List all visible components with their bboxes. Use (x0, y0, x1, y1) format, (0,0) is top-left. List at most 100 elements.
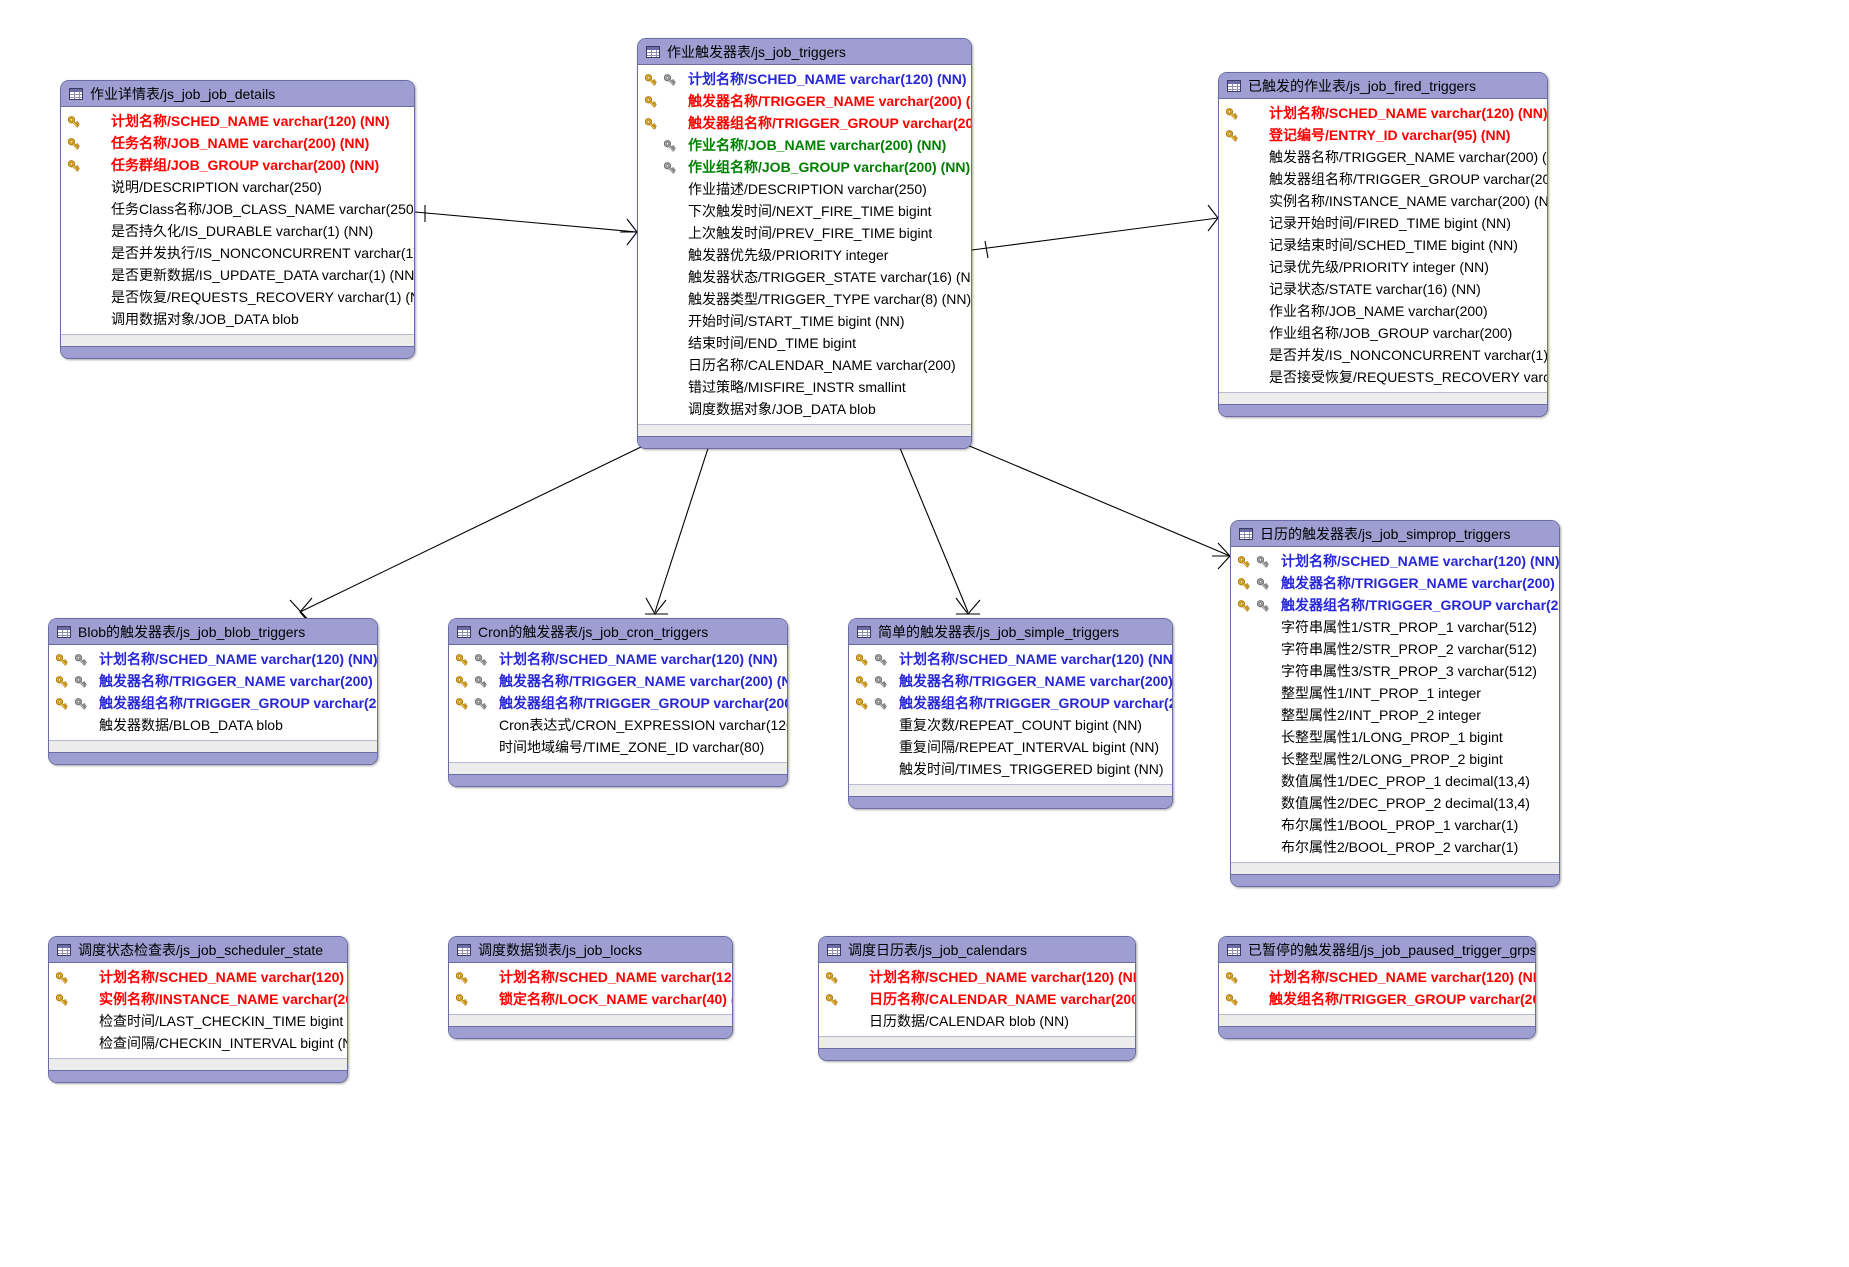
column-row[interactable]: 记录状态/STATE varchar(16) (NN) (1219, 278, 1547, 300)
column-row[interactable]: 触发器名称/TRIGGER_NAME varchar(200) (NN) (449, 670, 787, 692)
column-row[interactable]: 计划名称/SCHED_NAME varchar(120) (NN) (1231, 550, 1559, 572)
column-row[interactable]: 计划名称/SCHED_NAME varchar(120) (NN) (638, 68, 971, 90)
entity-fired_triggers[interactable]: 已触发的作业表/js_job_fired_triggers 计划名称/SCHED_… (1218, 72, 1548, 417)
entity-header-simple_triggers[interactable]: 简单的触发器表/js_job_simple_triggers (849, 619, 1172, 645)
column-row[interactable]: 触发器组名称/TRIGGER_GROUP varchar(200) (NN) (849, 692, 1172, 714)
column-row[interactable]: 是否并发执行/IS_NONCONCURRENT varchar(1) (NN) (61, 242, 414, 264)
column-row[interactable]: 调度数据对象/JOB_DATA blob (638, 398, 971, 420)
column-row[interactable]: 字符串属性1/STR_PROP_1 varchar(512) (1231, 616, 1559, 638)
column-row[interactable]: 触发器名称/TRIGGER_NAME varchar(200) (NN) (1219, 146, 1547, 168)
column-row[interactable]: 日历名称/CALENDAR_NAME varchar(200) (638, 354, 971, 376)
column-row[interactable]: 作业名称/JOB_NAME varchar(200) (1219, 300, 1547, 322)
column-row[interactable]: 触发器类型/TRIGGER_TYPE varchar(8) (NN) (638, 288, 971, 310)
column-row[interactable]: 记录开始时间/FIRED_TIME bigint (NN) (1219, 212, 1547, 234)
column-row[interactable]: 任务Class名称/JOB_CLASS_NAME varchar(250) (N… (61, 198, 414, 220)
column-row[interactable]: 长整型属性1/LONG_PROP_1 bigint (1231, 726, 1559, 748)
entity-header-paused_trigger_grps[interactable]: 已暂停的触发器组/js_job_paused_trigger_grps (1219, 937, 1535, 963)
column-row[interactable]: 检查间隔/CHECKIN_INTERVAL bigint (NN) (49, 1032, 347, 1054)
column-row[interactable]: 记录优先级/PRIORITY integer (NN) (1219, 256, 1547, 278)
column-row[interactable]: 开始时间/START_TIME bigint (NN) (638, 310, 971, 332)
column-row[interactable]: 触发器名称/TRIGGER_NAME varchar(200) (NN) (49, 670, 377, 692)
column-row[interactable]: 整型属性2/INT_PROP_2 integer (1231, 704, 1559, 726)
entity-calendars[interactable]: 调度日历表/js_job_calendars 计划名称/SCHED_NAME va… (818, 936, 1136, 1061)
column-row[interactable]: 记录结束时间/SCHED_TIME bigint (NN) (1219, 234, 1547, 256)
column-row[interactable]: 重复间隔/REPEAT_INTERVAL bigint (NN) (849, 736, 1172, 758)
column-row[interactable]: 上次触发时间/PREV_FIRE_TIME bigint (638, 222, 971, 244)
entity-simprop_triggers[interactable]: 日历的触发器表/js_job_simprop_triggers 计划名称/SCHE… (1230, 520, 1560, 887)
column-row[interactable]: 是否持久化/IS_DURABLE varchar(1) (NN) (61, 220, 414, 242)
column-row[interactable]: 整型属性1/INT_PROP_1 integer (1231, 682, 1559, 704)
column-row[interactable]: 触发器组名称/TRIGGER_GROUP varchar(200) (NN) (449, 692, 787, 714)
column-row[interactable]: 实例名称/INSTANCE_NAME varchar(200) (NN) (1219, 190, 1547, 212)
entity-header-calendars[interactable]: 调度日历表/js_job_calendars (819, 937, 1135, 963)
entity-header-blob_triggers[interactable]: Blob的触发器表/js_job_blob_triggers (49, 619, 377, 645)
entity-paused_trigger_grps[interactable]: 已暂停的触发器组/js_job_paused_trigger_grps 计划名称/… (1218, 936, 1536, 1039)
column-row[interactable]: 计划名称/SCHED_NAME varchar(120) (NN) (61, 110, 414, 132)
column-row[interactable]: 登记编号/ENTRY_ID varchar(95) (NN) (1219, 124, 1547, 146)
column-row[interactable]: 触发器组名称/TRIGGER_GROUP varchar(200) (NN) (1231, 594, 1559, 616)
column-row[interactable]: 计划名称/SCHED_NAME varchar(120) (NN) (49, 648, 377, 670)
column-row[interactable]: 计划名称/SCHED_NAME varchar(120) (NN) (449, 966, 732, 988)
entity-simple_triggers[interactable]: 简单的触发器表/js_job_simple_triggers 计划名称/SCHED… (848, 618, 1173, 809)
entity-cron_triggers[interactable]: Cron的触发器表/js_job_cron_triggers 计划名称/SCHED… (448, 618, 788, 787)
column-row[interactable]: 日历名称/CALENDAR_NAME varchar(200) (NN) (819, 988, 1135, 1010)
column-row[interactable]: 触发器组名称/TRIGGER_GROUP varchar(200) (NN) (49, 692, 377, 714)
column-row[interactable]: 实例名称/INSTANCE_NAME varchar(200) (NN) (49, 988, 347, 1010)
entity-header-job_triggers[interactable]: 作业触发器表/js_job_triggers (638, 39, 971, 65)
column-row[interactable]: 触发器状态/TRIGGER_STATE varchar(16) (NN) (638, 266, 971, 288)
column-row[interactable]: 锁定名称/LOCK_NAME varchar(40) (NN) (449, 988, 732, 1010)
column-row[interactable]: 检查时间/LAST_CHECKIN_TIME bigint (NN) (49, 1010, 347, 1032)
column-row[interactable]: 调用数据对象/JOB_DATA blob (61, 308, 414, 330)
column-row[interactable]: 字符串属性2/STR_PROP_2 varchar(512) (1231, 638, 1559, 660)
column-row[interactable]: 布尔属性2/BOOL_PROP_2 varchar(1) (1231, 836, 1559, 858)
column-row[interactable]: 任务名称/JOB_NAME varchar(200) (NN) (61, 132, 414, 154)
column-row[interactable]: 作业组名称/JOB_GROUP varchar(200) (1219, 322, 1547, 344)
column-row[interactable]: 是否并发/IS_NONCONCURRENT varchar(1) (1219, 344, 1547, 366)
column-row[interactable]: 布尔属性1/BOOL_PROP_1 varchar(1) (1231, 814, 1559, 836)
column-row[interactable]: 计划名称/SCHED_NAME varchar(120) (NN) (849, 648, 1172, 670)
column-row[interactable]: 触发器组名称/TRIGGER_GROUP varchar(200) (NN) (638, 112, 971, 134)
column-row[interactable]: 日历数据/CALENDAR blob (NN) (819, 1010, 1135, 1032)
column-row[interactable]: 计划名称/SCHED_NAME varchar(120) (NN) (1219, 966, 1535, 988)
column-row[interactable]: 重复次数/REPEAT_COUNT bigint (NN) (849, 714, 1172, 736)
entity-blob_triggers[interactable]: Blob的触发器表/js_job_blob_triggers 计划名称/SCHED… (48, 618, 378, 765)
column-row[interactable]: 作业描述/DESCRIPTION varchar(250) (638, 178, 971, 200)
column-row[interactable]: 触发器数据/BLOB_DATA blob (49, 714, 377, 736)
entity-header-fired_triggers[interactable]: 已触发的作业表/js_job_fired_triggers (1219, 73, 1547, 99)
column-row[interactable]: 字符串属性3/STR_PROP_3 varchar(512) (1231, 660, 1559, 682)
column-row[interactable]: 说明/DESCRIPTION varchar(250) (61, 176, 414, 198)
column-row[interactable]: 触发器组名称/TRIGGER_GROUP varchar(200) (NN) (1219, 168, 1547, 190)
column-row[interactable]: 下次触发时间/NEXT_FIRE_TIME bigint (638, 200, 971, 222)
entity-locks[interactable]: 调度数据锁表/js_job_locks 计划名称/SCHED_NAME varch… (448, 936, 733, 1039)
entity-job_details[interactable]: 作业详情表/js_job_job_details 计划名称/SCHED_NAME … (60, 80, 415, 359)
entity-header-scheduler_state[interactable]: 调度状态检查表/js_job_scheduler_state (49, 937, 347, 963)
column-row[interactable]: 计划名称/SCHED_NAME varchar(120) (NN) (449, 648, 787, 670)
column-row[interactable]: 结束时间/END_TIME bigint (638, 332, 971, 354)
column-row[interactable]: 触发器名称/TRIGGER_NAME varchar(200) (NN) (849, 670, 1172, 692)
column-row[interactable]: 数值属性2/DEC_PROP_2 decimal(13,4) (1231, 792, 1559, 814)
column-row[interactable]: 长整型属性2/LONG_PROP_2 bigint (1231, 748, 1559, 770)
entity-header-cron_triggers[interactable]: Cron的触发器表/js_job_cron_triggers (449, 619, 787, 645)
entity-header-locks[interactable]: 调度数据锁表/js_job_locks (449, 937, 732, 963)
entity-job_triggers[interactable]: 作业触发器表/js_job_triggers 计划名称/SCHED_NAME va… (637, 38, 972, 449)
column-row[interactable]: 触发组名称/TRIGGER_GROUP varchar(200) (NN) (1219, 988, 1535, 1010)
column-row[interactable]: 计划名称/SCHED_NAME varchar(120) (NN) (49, 966, 347, 988)
column-row[interactable]: 触发器名称/TRIGGER_NAME varchar(200) (NN) (1231, 572, 1559, 594)
entity-header-simprop_triggers[interactable]: 日历的触发器表/js_job_simprop_triggers (1231, 521, 1559, 547)
column-row[interactable]: 是否更新数据/IS_UPDATE_DATA varchar(1) (NN) (61, 264, 414, 286)
column-row[interactable]: 作业名称/JOB_NAME varchar(200) (NN) (638, 134, 971, 156)
entity-scheduler_state[interactable]: 调度状态检查表/js_job_scheduler_state 计划名称/SCHED… (48, 936, 348, 1083)
column-row[interactable]: 计划名称/SCHED_NAME varchar(120) (NN) (1219, 102, 1547, 124)
column-row[interactable]: 任务群组/JOB_GROUP varchar(200) (NN) (61, 154, 414, 176)
column-row[interactable]: 作业组名称/JOB_GROUP varchar(200) (NN) (638, 156, 971, 178)
column-row[interactable]: 触发时间/TIMES_TRIGGERED bigint (NN) (849, 758, 1172, 780)
entity-header-job_details[interactable]: 作业详情表/js_job_job_details (61, 81, 414, 107)
column-row[interactable]: Cron表达式/CRON_EXPRESSION varchar(120) (NN… (449, 714, 787, 736)
column-row[interactable]: 是否接受恢复/REQUESTS_RECOVERY varchar(1) (1219, 366, 1547, 388)
column-row[interactable]: 数值属性1/DEC_PROP_1 decimal(13,4) (1231, 770, 1559, 792)
column-row[interactable]: 错过策略/MISFIRE_INSTR smallint (638, 376, 971, 398)
column-row[interactable]: 时间地域编号/TIME_ZONE_ID varchar(80) (449, 736, 787, 758)
column-row[interactable]: 触发器优先级/PRIORITY integer (638, 244, 971, 266)
column-row[interactable]: 是否恢复/REQUESTS_RECOVERY varchar(1) (NN) (61, 286, 414, 308)
column-row[interactable]: 计划名称/SCHED_NAME varchar(120) (NN) (819, 966, 1135, 988)
